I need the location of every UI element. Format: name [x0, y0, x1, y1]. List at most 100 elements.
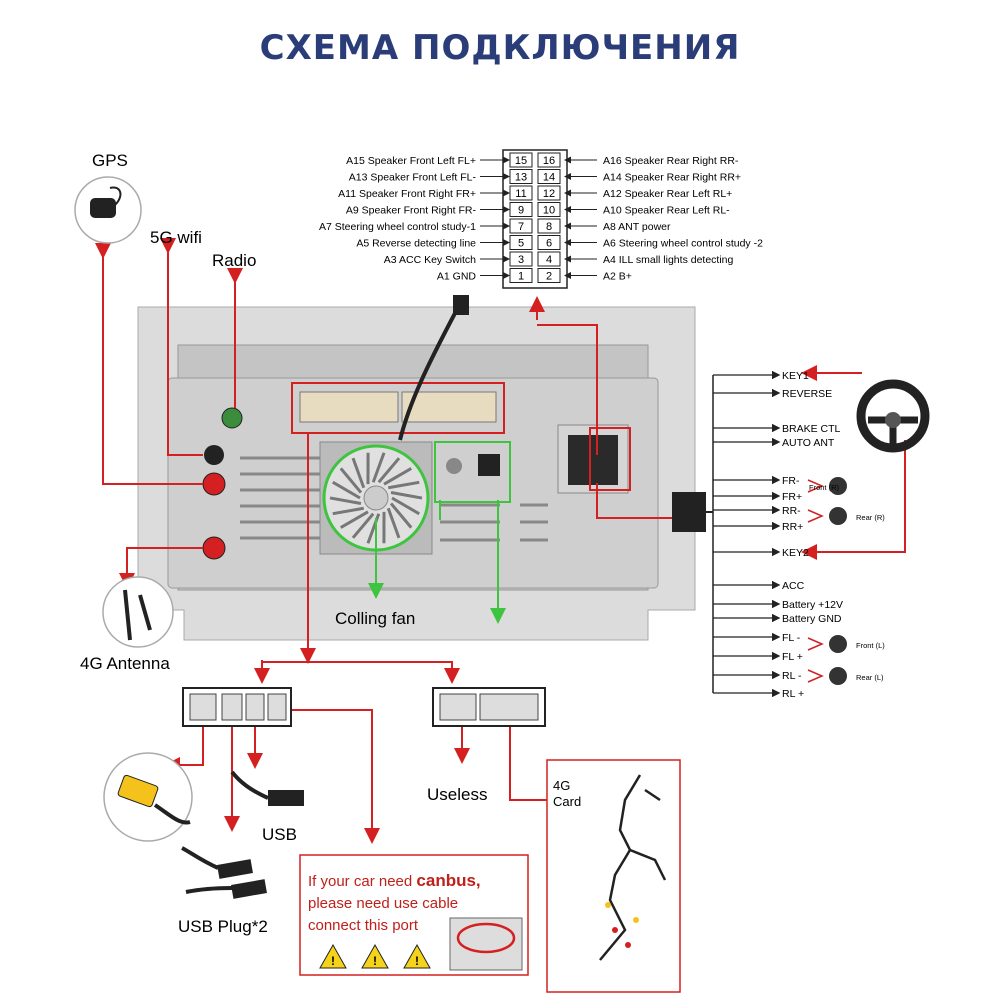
wire-label: ACC	[782, 580, 805, 592]
pin-right-number: 6	[546, 238, 552, 250]
bottom-connector-canbus	[432, 687, 546, 727]
head-unit	[137, 295, 706, 641]
radio-socket	[221, 407, 243, 429]
speaker-icons	[807, 477, 847, 685]
wire-label: KEY2	[782, 547, 809, 559]
canbus-line3: connect this port	[308, 917, 419, 934]
wire-label: BRAKE CTL	[782, 423, 841, 435]
wire-brake-ctl: BRAKE CTL	[713, 423, 841, 435]
useless-label: Useless	[427, 785, 487, 804]
pin-right-label: A8 ANT power	[603, 221, 671, 233]
pin-row: A13 Speaker Front Left FL- 13 14 A14 Speake…	[349, 169, 741, 184]
card-4g-label-line2: Card	[553, 794, 581, 809]
pin-left-label: A1 GND	[437, 271, 477, 283]
wire-label: RR-	[782, 505, 801, 517]
speaker-rear-l-label: Rear (L)	[856, 673, 884, 682]
bottom-connector-usb	[182, 687, 292, 727]
wire-rr-: RR+	[713, 521, 803, 533]
wire-auto-ant: AUTO ANT	[713, 437, 835, 449]
pin-left-number: 3	[518, 254, 524, 266]
pin-left-number: 11	[515, 188, 526, 200]
pin-row: A1 GND 1 2 A2 B+	[437, 268, 632, 283]
page-title: СХЕМА ПОДКЛЮЧЕНИЯ	[259, 28, 741, 68]
fan-label: Colling fan	[335, 609, 415, 628]
pin-left-label: A13 Speaker Front Left FL-	[349, 172, 477, 184]
svg-text:!: !	[373, 954, 377, 968]
pin-right-label: A10 Speaker Rear Left RL-	[603, 205, 730, 217]
wire-key1: KEY1	[713, 370, 809, 382]
pin-right-number: 16	[543, 155, 555, 167]
pin-row: A11 Speaker Front Right FR+ 11 12 A12 Speak…	[338, 185, 732, 201]
wire-fl-: FL -	[713, 632, 801, 644]
canbus-line2: please need use cable	[308, 895, 458, 912]
pin-right-number: 14	[543, 172, 555, 184]
warning-icon: ! ! !	[319, 943, 431, 969]
radio-label: Radio	[212, 251, 256, 270]
usb-plug-label: USB Plug*2	[178, 917, 268, 936]
pin-right-number: 2	[546, 271, 552, 283]
wire-fl-: FL +	[713, 651, 803, 663]
usb-plug-icon	[217, 859, 253, 879]
wifi-label: 5G wifi	[150, 228, 202, 247]
pin-right-label: A4 ILL small lights detecting	[603, 254, 734, 266]
pin-left-label: A11 Speaker Front Right FR+	[338, 188, 476, 200]
speaker-front-l-label: Front (L)	[856, 641, 885, 650]
canbus-line1: If your car need canbus,	[308, 871, 481, 890]
speaker-rear-r-label: Rear (R)	[856, 513, 885, 522]
wire-rl-: RL +	[713, 688, 804, 700]
wifi-socket	[204, 445, 224, 465]
card-4g-label-line1: 4G	[553, 778, 570, 793]
pin-left-number: 15	[515, 155, 527, 167]
pin-right-label: A6 Steering wheel control study -2	[603, 238, 763, 250]
wire-fr-: FR-	[713, 475, 800, 487]
pin-left-number: 7	[518, 221, 524, 233]
pin-right-label: A2 B+	[603, 271, 632, 283]
wire-label: RR+	[782, 521, 803, 533]
pin-row: A5 Reverse detecting line 5 6 A6 Steering w…	[356, 235, 763, 250]
pin-left-label: A3 ACC Key Switch	[384, 254, 476, 266]
pin-right-label: A16 Speaker Rear Right RR-	[603, 155, 739, 167]
pin-left-number: 9	[518, 205, 524, 217]
pin-left-label: A9 Speaker Front Right FR-	[346, 205, 477, 217]
wire-label: KEY1	[782, 370, 809, 382]
pin-right-number: 10	[543, 205, 555, 217]
antenna-4g-label: 4G Antenna	[80, 654, 170, 673]
wire-reverse: REVERSE	[713, 388, 832, 400]
pin-right-number: 12	[543, 188, 555, 200]
wire-label: RL +	[782, 688, 804, 700]
connection-lines	[95, 238, 906, 844]
svg-text:!: !	[415, 954, 419, 968]
wire-key2: KEY2	[713, 547, 809, 559]
pin-row: A9 Speaker Front Right FR- 9 10 A10 Speaker…	[346, 202, 730, 217]
antenna-socket	[202, 536, 226, 560]
speaker-front-r-label: Front (R)	[809, 483, 840, 492]
wire-battery-gnd: Battery GND	[713, 613, 842, 625]
pin-right-label: A12 Speaker Rear Left RL+	[603, 188, 732, 200]
pin-left-label: A7 Steering wheel control study-1	[319, 221, 476, 233]
wire-label: FR+	[782, 491, 802, 503]
wire-fr-: FR+	[713, 491, 802, 503]
wire-label: Battery +12V	[782, 599, 843, 611]
usb-icon	[268, 790, 304, 806]
pin-row: A7 Steering wheel control study-1 7 8 A8 AN…	[319, 218, 671, 234]
wire-label: FL +	[782, 651, 803, 663]
wire-label: Battery GND	[782, 613, 842, 625]
wire-label: AUTO ANT	[782, 437, 835, 449]
wire-rr-: RR-	[713, 505, 801, 517]
pin-left-number: 1	[518, 271, 524, 283]
wire-label: REVERSE	[782, 388, 832, 400]
wire-label: RL -	[782, 670, 802, 682]
antenna-4g-icon	[102, 576, 174, 648]
pin-right-number: 8	[546, 221, 552, 233]
pin-left-number: 13	[515, 172, 527, 184]
usb-label: USB	[262, 825, 297, 844]
pin-left-label: A5 Reverse detecting line	[356, 238, 476, 250]
wire-rl-: RL -	[713, 670, 802, 682]
pin-left-number: 5	[518, 238, 524, 250]
pin-right-label: A14 Speaker Rear Right RR+	[603, 172, 741, 184]
